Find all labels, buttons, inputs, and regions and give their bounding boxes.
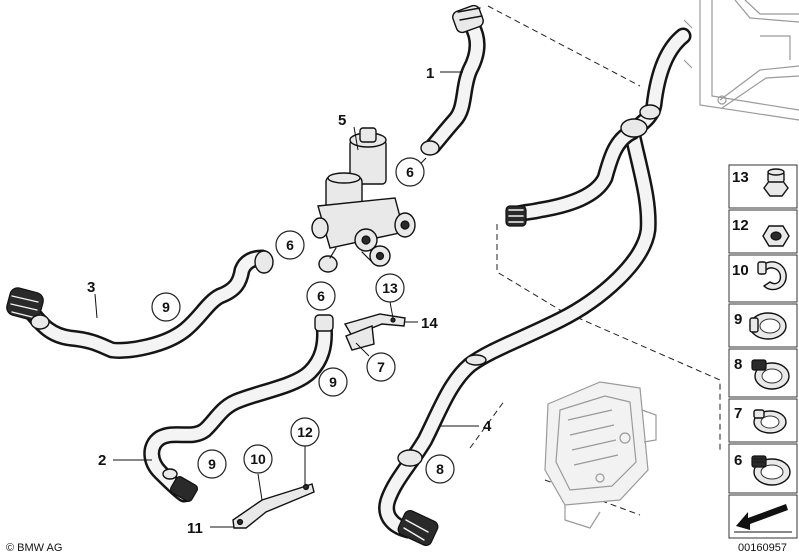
svg-text:7: 7 — [377, 359, 385, 375]
circle-label-7: 7 — [366, 352, 396, 382]
circle-label-8: 8 — [425, 454, 455, 484]
copyright-text: © BMW AG — [6, 542, 62, 554]
circle-label-13: 13 — [375, 273, 405, 303]
legend-item-arrow — [728, 494, 798, 539]
legend-item-10: 10 — [728, 254, 798, 303]
svg-text:13: 13 — [382, 280, 398, 296]
heater-core-ghost — [683, 0, 799, 121]
svg-text:9: 9 — [162, 299, 170, 315]
circle-label-9c: 9 — [197, 449, 227, 479]
circle-label-9a: 9 — [151, 292, 181, 322]
svg-text:8: 8 — [734, 356, 742, 373]
svg-text:9: 9 — [329, 374, 337, 390]
svg-text:6: 6 — [317, 288, 325, 304]
bracket-11 — [232, 483, 315, 529]
svg-text:10: 10 — [732, 262, 749, 279]
circle-label-6c: 6 — [306, 281, 336, 311]
svg-text:12: 12 — [297, 424, 313, 440]
water-valve-5 — [311, 127, 416, 273]
bracket-14 — [343, 313, 406, 351]
hex-nut-icon — [762, 225, 790, 247]
label-14: 14 — [421, 315, 438, 332]
circle-label-12: 12 — [290, 417, 320, 447]
worm-gear-clamp-icon — [751, 359, 790, 390]
svg-text:10: 10 — [250, 451, 266, 467]
hose-2 — [143, 314, 334, 503]
hose-clamp-ring-icon — [749, 312, 787, 340]
svg-text:7: 7 — [734, 405, 742, 422]
circle-label-9b: 9 — [318, 367, 348, 397]
svg-text:6: 6 — [406, 164, 414, 180]
spring-hose-clip-icon — [757, 261, 787, 291]
circle-label-6a: 6 — [395, 157, 425, 187]
label-4: 4 — [483, 418, 492, 435]
part-number-labels: 1 5 3 2 11 14 4 — [87, 65, 492, 537]
circle-label-10: 10 — [243, 444, 273, 474]
legend-panel: 13 12 10 9 — [728, 164, 798, 539]
drawing-number: 00160957 — [738, 542, 787, 554]
svg-text:6: 6 — [286, 237, 294, 253]
label-3: 3 — [87, 279, 95, 296]
legend-item-6: 6 — [728, 443, 798, 494]
direction-arrow-icon — [734, 504, 792, 533]
label-11: 11 — [187, 520, 203, 537]
legend-item-8: 8 — [728, 348, 798, 398]
svg-text:13: 13 — [732, 169, 749, 186]
label-1: 1 — [426, 65, 434, 82]
svg-text:9: 9 — [734, 311, 742, 328]
auxiliary-heater-ghost — [544, 381, 657, 529]
hex-cap-nut-icon — [763, 168, 789, 197]
label-5: 5 — [338, 112, 346, 129]
circled-part-labels: 6 6 6 9 13 7 9 9 — [151, 157, 455, 484]
hose-clamp-small-icon — [753, 409, 787, 434]
svg-text:9: 9 — [208, 456, 216, 472]
legend-item-13: 13 — [728, 164, 798, 209]
hose-4 — [378, 27, 692, 547]
legend-item-12: 12 — [728, 209, 798, 254]
legend-item-9: 9 — [728, 303, 798, 348]
label-2: 2 — [98, 452, 106, 469]
hose-clamp-band-icon — [751, 455, 791, 486]
svg-text:12: 12 — [732, 217, 749, 234]
svg-text:8: 8 — [436, 461, 444, 477]
circle-label-6b: 6 — [275, 230, 305, 260]
legend-item-7: 7 — [728, 398, 798, 443]
hose-3 — [6, 249, 274, 359]
hose-1 — [420, 4, 486, 156]
svg-text:6: 6 — [734, 452, 742, 469]
